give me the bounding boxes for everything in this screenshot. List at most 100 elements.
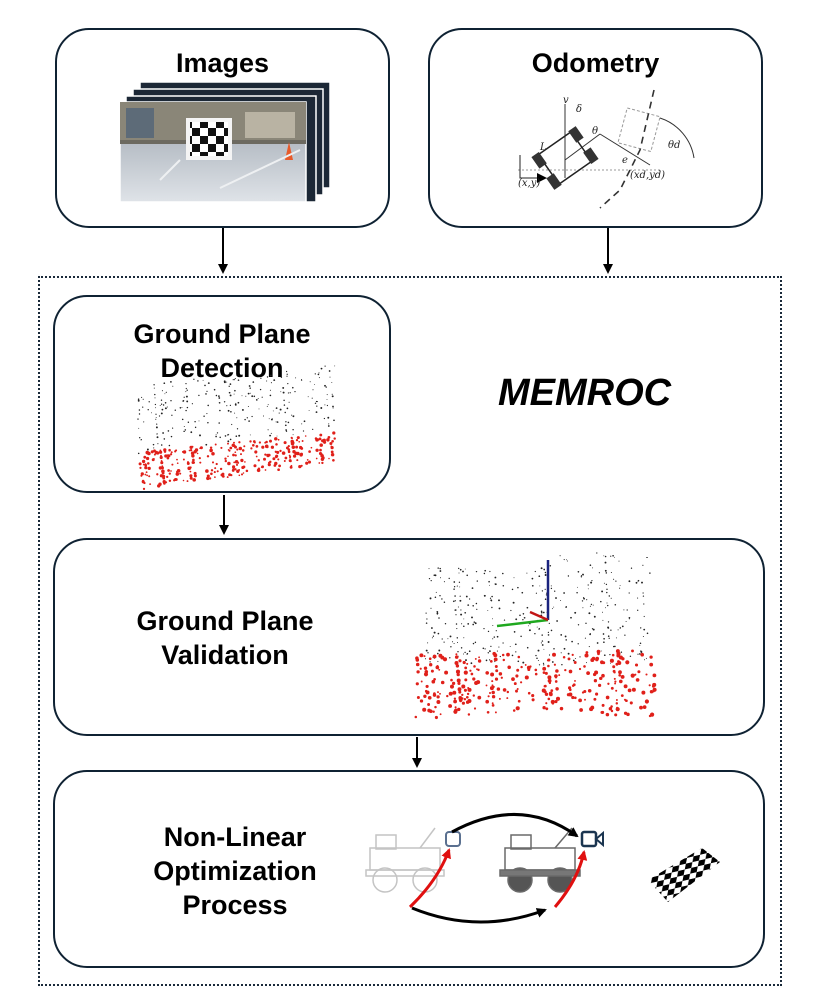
ground-point [592,657,596,661]
ground-point [649,662,654,667]
ground-point [545,702,548,705]
scene-point [203,415,205,418]
scene-point [566,559,568,561]
scene-point [458,581,461,583]
scene-point [193,378,195,380]
scene-point [328,423,330,425]
scene-point [585,662,588,664]
scene-point [502,572,504,575]
ground-point [234,468,237,471]
ground-validation-title-line2: Validation [161,640,289,670]
scene-point [216,432,219,434]
ground-point [227,461,231,466]
axis-x [529,610,549,622]
scene-point [603,555,605,557]
scene-point [312,428,314,431]
odo-label-v: v [563,95,569,106]
ground-point [618,673,622,677]
scene-point [155,418,157,420]
ground-point [210,472,213,476]
scene-point [439,594,441,597]
ground-point [601,673,605,678]
ground-point [432,693,437,697]
scene-point [487,610,489,612]
scene-point [612,554,614,557]
scene-point [447,638,449,640]
ground-point [330,450,334,454]
ground-point [415,682,419,686]
ground-point [291,445,296,449]
ground-point [461,701,465,705]
scene-point [574,658,576,659]
scene-point [526,572,528,574]
ground-point [506,697,509,700]
scene-point [266,405,268,407]
scene-point [613,645,615,648]
ground-point [612,669,616,673]
scene-point [142,406,144,408]
scene-point [550,585,552,587]
scene-point [555,597,557,599]
scene-point [471,616,473,619]
ground-point [156,451,160,455]
scene-point [162,404,165,406]
scene-point [538,575,541,578]
scene-point [464,611,467,614]
scene-point [517,660,520,663]
scene-point [640,627,642,629]
ground-point [258,441,262,444]
scene-point [460,613,463,616]
ground-point [524,663,527,666]
ground-point [241,465,245,470]
ground-point [279,449,282,453]
ground-point [496,687,501,691]
ground-point [193,471,197,475]
ground-point [283,441,287,445]
ground-point [264,453,267,456]
ground-point [507,665,511,670]
ground-point [452,690,457,695]
ground-point [144,473,147,476]
ground-point [234,460,239,464]
scene-point [471,587,474,589]
odometry-box: Odometry [428,28,763,228]
scene-point [547,641,550,643]
scene-point [544,574,547,576]
scene-point [626,609,628,611]
ground-point [491,704,495,707]
scene-point [615,580,617,582]
scene-point [284,424,287,427]
scene-point [494,583,496,585]
ground-point [146,474,149,477]
ground-point [428,657,432,661]
ground-point [232,467,235,471]
scene-point [314,383,316,385]
scene-point [628,616,631,619]
scene-point [544,571,547,574]
ground-point [168,472,171,475]
scene-point [162,432,165,434]
scene-point [463,625,465,628]
scene-point [456,628,458,630]
scene-point [269,389,271,391]
ground-point [595,692,599,696]
scene-point [155,413,157,415]
ground-point [427,708,431,713]
ground-point [465,695,469,699]
scene-point [577,643,579,645]
ground-point [631,649,634,653]
ground-point [608,706,613,711]
scene-point [291,414,293,416]
scene-point [154,403,157,406]
scene-point [236,428,239,430]
scene-point [164,407,167,410]
scene-point [316,405,318,407]
ground-point [182,450,187,454]
camera-frame-image [119,101,307,203]
scene-point [476,608,478,610]
scene-point [276,435,278,437]
scene-point [327,416,330,419]
ground-point [147,451,151,456]
ground-point [216,470,219,473]
scene-point [154,397,156,399]
